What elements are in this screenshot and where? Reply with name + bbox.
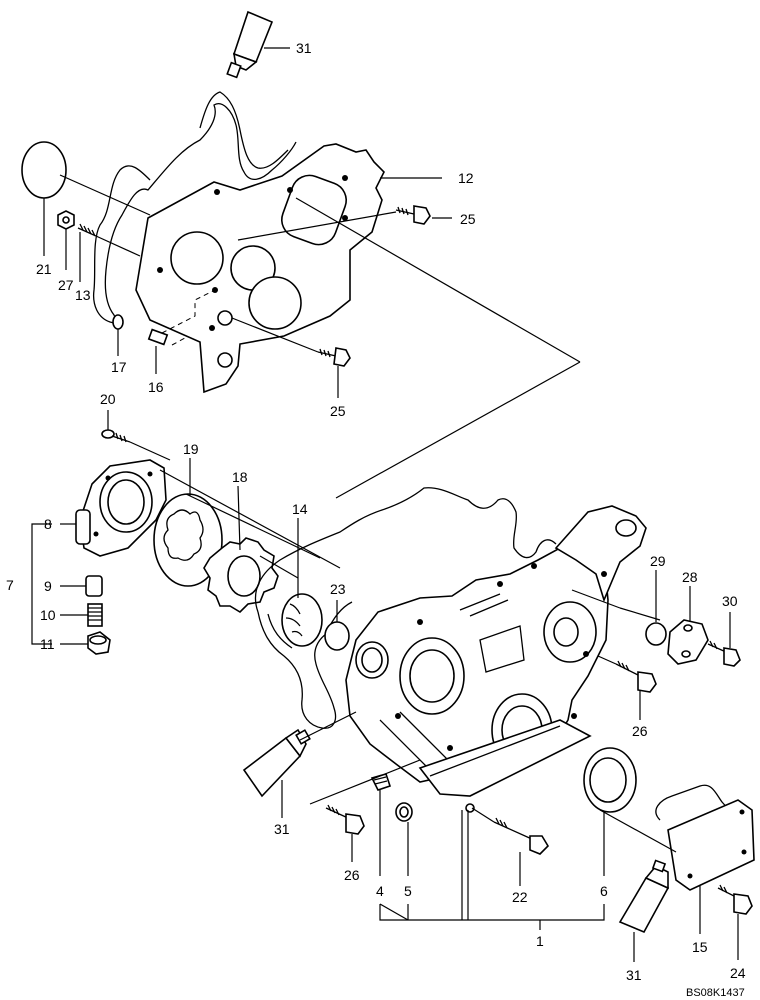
callout-13: 13 (75, 287, 91, 303)
plug-11 (87, 631, 111, 655)
callout-10: 10 (40, 607, 56, 623)
callout-27: 27 (58, 277, 74, 293)
o-ring-23 (324, 621, 350, 651)
bolt-26-low (325, 804, 365, 835)
callout-19: 19 (183, 441, 199, 457)
cover-15 (667, 799, 755, 891)
bolt-30 (707, 640, 741, 667)
callout-5: 5 (404, 883, 412, 899)
gasket-lower (254, 487, 557, 613)
oil-seal-6 (583, 747, 637, 813)
spring-10 (87, 603, 103, 627)
callout-6: 6 (600, 883, 608, 899)
gasket-15 (655, 784, 741, 823)
sealant-tube-mid (242, 728, 311, 798)
bolt-22 (493, 817, 550, 855)
sealant-tube-bottom (618, 859, 670, 934)
bolt-25-top (395, 205, 431, 225)
callout-16: 16 (148, 379, 164, 395)
callout-8: 8 (44, 516, 52, 532)
callout-30: 30 (722, 593, 738, 609)
bolt-24 (717, 884, 753, 915)
callout-17: 17 (111, 359, 127, 375)
callout-20: 20 (100, 391, 116, 407)
callout-25-mid: 25 (330, 403, 346, 419)
group-bracket-7 (31, 523, 52, 645)
dowel-pin-16 (147, 328, 169, 346)
drawing-code: BS08K1437 (686, 987, 745, 999)
inner-rotor-18 (203, 537, 279, 614)
callout-4: 4 (376, 883, 384, 899)
plug-5 (395, 802, 413, 822)
callout-7: 7 (6, 577, 14, 593)
gasket-upper (92, 103, 297, 325)
nut-27 (57, 210, 75, 230)
oil-pump-housing-8 (75, 459, 167, 557)
gear-case-1 (345, 505, 647, 813)
plunger-9 (85, 575, 103, 597)
cover-28 (667, 619, 709, 665)
bolt-25-mid (317, 347, 351, 367)
stud-13 (77, 223, 97, 237)
outer-rotor-19 (153, 493, 223, 587)
callout-14: 14 (292, 501, 308, 517)
callout-24: 24 (730, 965, 746, 981)
callout-21: 21 (36, 261, 52, 277)
callout-22: 22 (512, 889, 528, 905)
o-ring-29 (645, 622, 667, 646)
callout-31-mid: 31 (274, 821, 290, 837)
bolt-26-right (615, 660, 657, 693)
callout-18: 18 (232, 469, 248, 485)
callout-26-right: 26 (632, 723, 648, 739)
callout-1: 1 (536, 933, 544, 949)
callout-31-top: 31 (296, 40, 312, 56)
callout-25-top: 25 (460, 211, 476, 227)
plug-4 (370, 773, 392, 791)
callout-12: 12 (458, 170, 474, 186)
group-bracket-1 (379, 904, 605, 921)
callout-23: 23 (330, 581, 346, 597)
screw-20 (101, 429, 131, 443)
callout-31-bottom: 31 (626, 967, 642, 983)
callout-26-low: 26 (344, 867, 360, 883)
sealant-tube-top (226, 10, 274, 79)
oil-seal-14 (281, 593, 323, 647)
callout-15: 15 (692, 939, 708, 955)
callout-28: 28 (682, 569, 698, 585)
callout-29: 29 (650, 553, 666, 569)
callout-11: 11 (40, 636, 55, 652)
callout-9: 9 (44, 578, 52, 594)
seal-plug-21 (21, 141, 67, 199)
